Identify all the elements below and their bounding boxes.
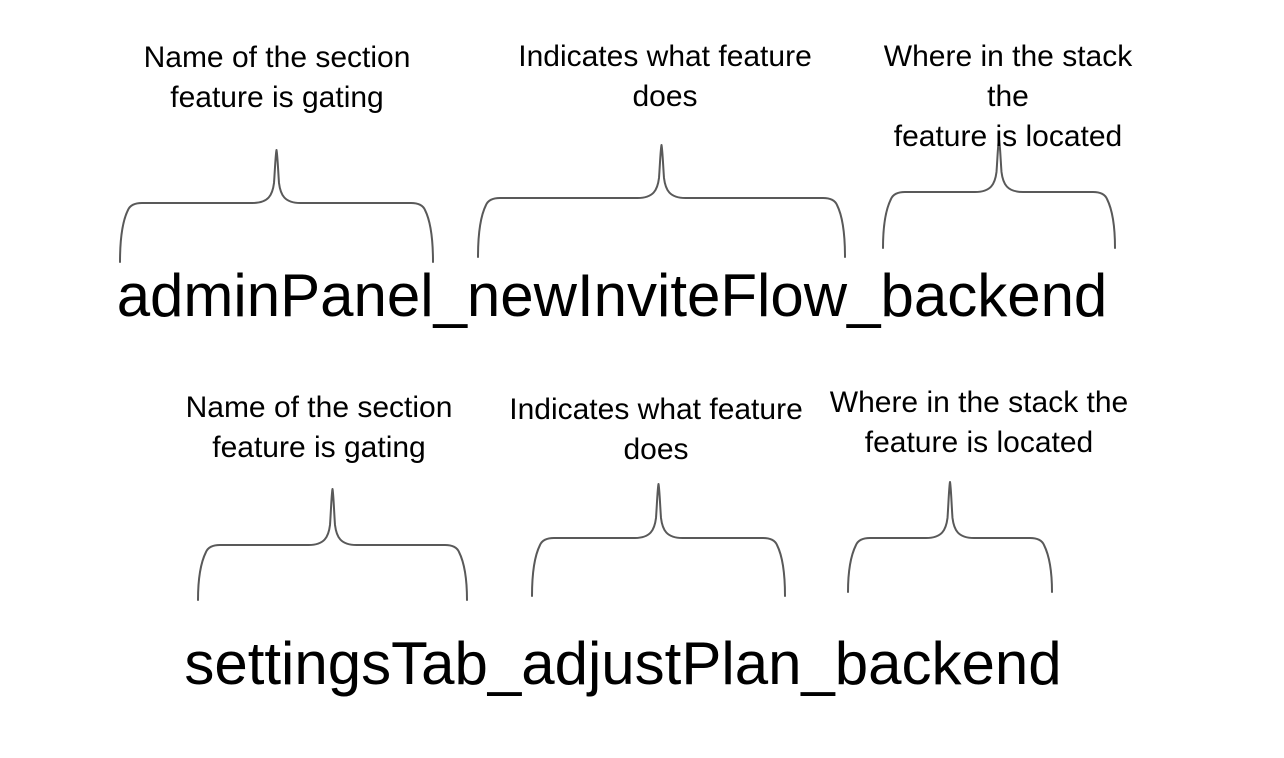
annotation-label-stack-2: Where in the stack the feature is locate…: [829, 386, 1129, 459]
flag-name-settings-tab: settingsTab_adjustPlan_backend: [184, 630, 1062, 697]
brace-group0-segment1: [477, 144, 846, 258]
brace-group1-segment2: [847, 481, 1053, 593]
annotation-label-feature: Indicates what feature does: [518, 40, 812, 113]
annotation-label-stack: Where in the stack the feature is locate…: [883, 40, 1133, 153]
brace-group1-segment0: [197, 488, 468, 601]
brace-group0-segment0: [119, 149, 434, 263]
annotation-label-section: Name of the section feature is gating: [143, 41, 411, 114]
annotation-label-section-2: Name of the section feature is gating: [185, 391, 453, 464]
annotation-label-feature-2: Indicates what feature does: [509, 393, 803, 466]
brace-group1-segment1: [531, 483, 786, 597]
flag-name-admin-panel: adminPanel_newInviteFlow_backend: [116, 262, 1108, 329]
